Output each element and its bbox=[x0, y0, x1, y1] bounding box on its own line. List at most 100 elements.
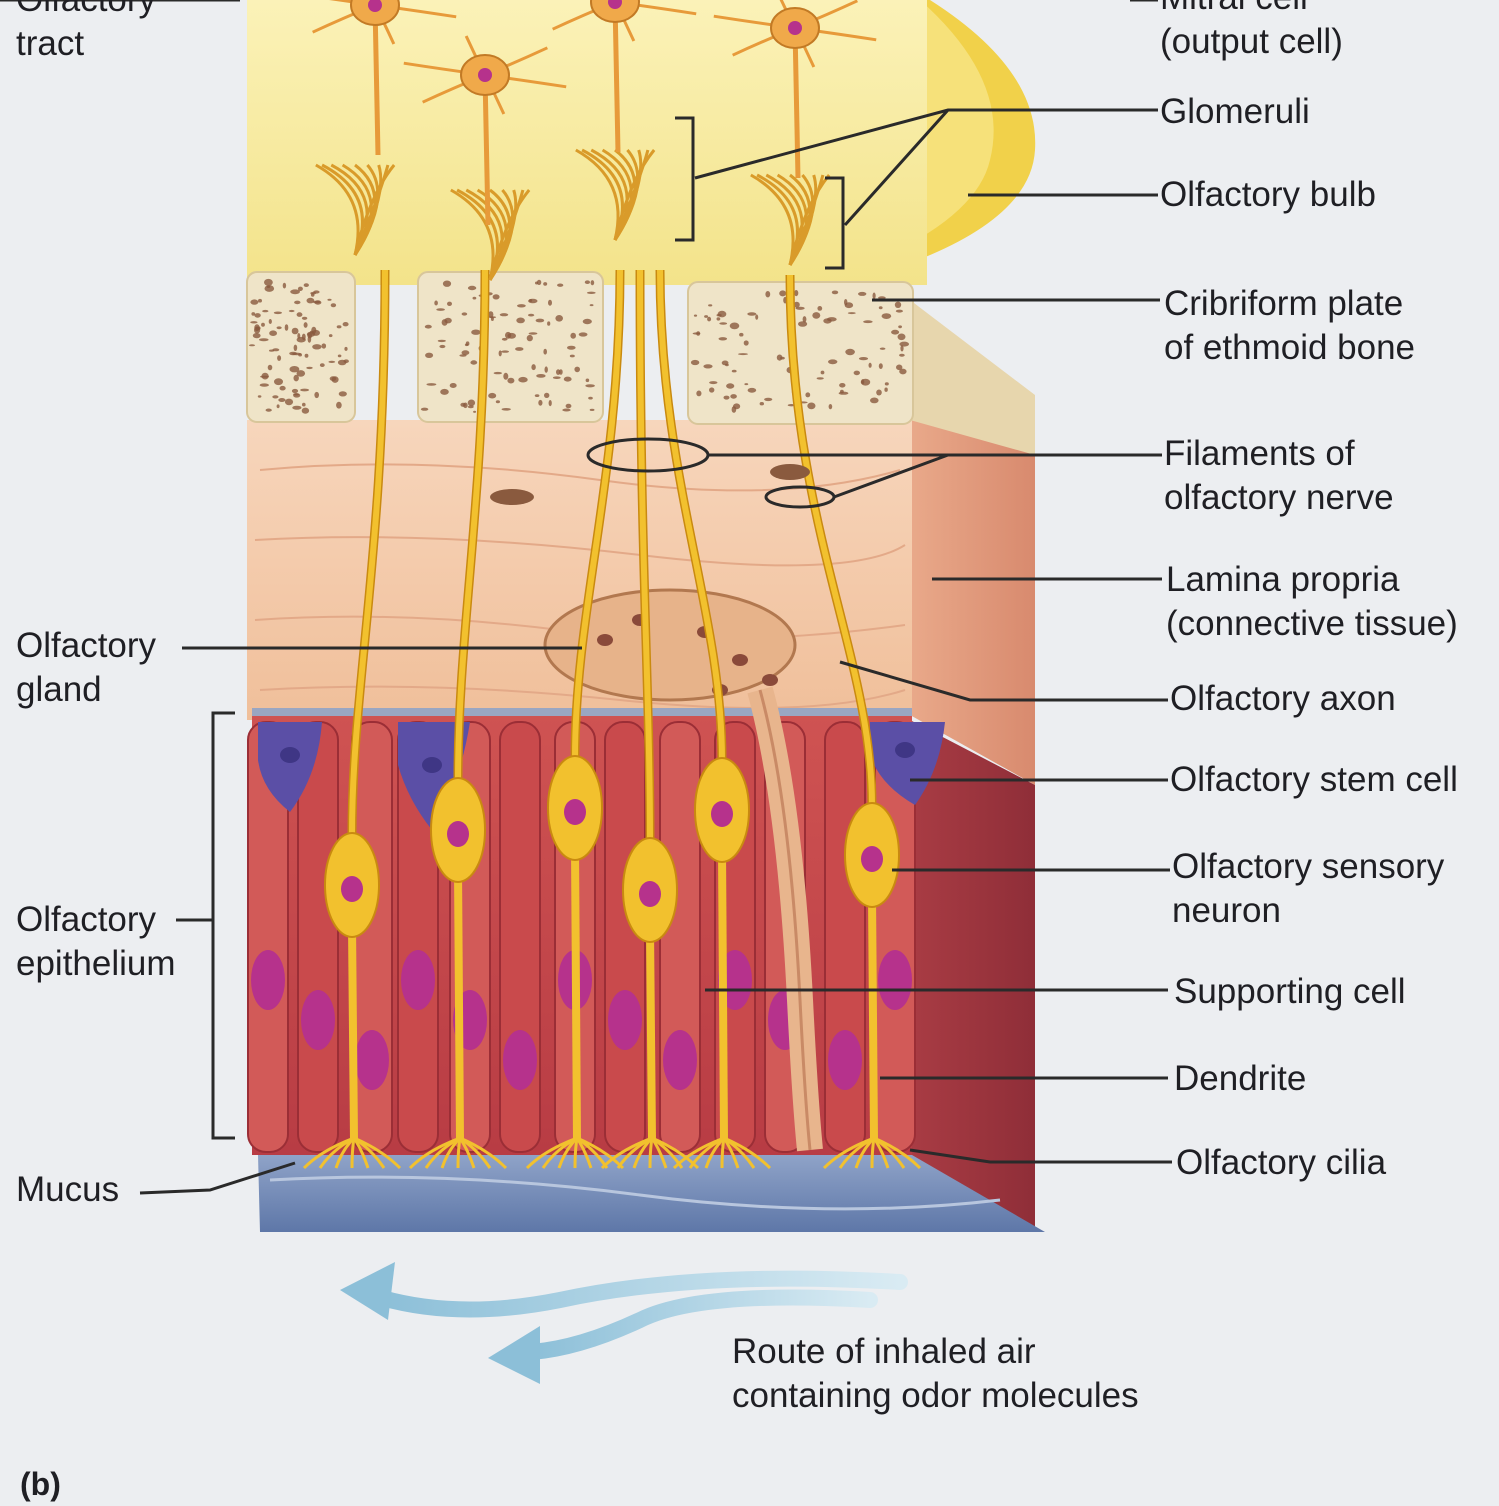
mitral-cells bbox=[312, 0, 877, 226]
bone-speckle bbox=[505, 331, 512, 339]
bone-speckle bbox=[526, 334, 533, 342]
mucus-layer bbox=[258, 1155, 1045, 1232]
olfactory-cilium bbox=[353, 1136, 402, 1170]
olfactory-axon-core bbox=[637, 269, 653, 841]
dendrite bbox=[718, 849, 728, 1141]
bone-speckle bbox=[696, 390, 702, 397]
bone-speckle bbox=[515, 347, 524, 351]
label-olfactory-epithelium-line2: epithelium bbox=[16, 944, 176, 983]
sensory-neuron-nucleus bbox=[447, 821, 469, 847]
mitral-cell-body bbox=[350, 0, 400, 26]
bone-speckle bbox=[820, 370, 825, 375]
olfactory-cilium bbox=[704, 1136, 726, 1169]
bone-speckle bbox=[586, 291, 596, 294]
bone-speckle bbox=[273, 311, 282, 315]
bone-speckle bbox=[544, 366, 548, 373]
olfactory-cilium bbox=[334, 1136, 356, 1169]
bone-speckle bbox=[765, 291, 771, 298]
bone-speckle bbox=[338, 391, 347, 397]
bone-speckle bbox=[301, 407, 310, 414]
bone-speckle bbox=[420, 407, 429, 411]
mitral-cell-process bbox=[482, 74, 491, 226]
bone-speckle bbox=[306, 366, 313, 370]
bone-speckle bbox=[261, 372, 269, 380]
epithelium-bracket bbox=[211, 711, 235, 1140]
bone-speckle bbox=[259, 383, 269, 387]
glomerulus-branch bbox=[788, 174, 825, 266]
bone-speckle bbox=[492, 294, 500, 300]
bone-speckle bbox=[314, 391, 320, 399]
glomerulus-branch bbox=[788, 174, 831, 266]
mitral-cell-nucleus bbox=[368, 0, 382, 12]
bone-speckle bbox=[884, 387, 888, 392]
bone-speckle bbox=[265, 408, 272, 412]
supporting-cell-nucleus bbox=[663, 1030, 697, 1090]
bone-speckle bbox=[536, 374, 546, 378]
sensory-neuron-nucleus bbox=[341, 876, 363, 902]
label-olfactory-bulb: Olfactory bulb bbox=[1160, 175, 1376, 214]
bone-speckle bbox=[739, 332, 744, 337]
bone-speckle bbox=[311, 326, 317, 334]
bone-speckle bbox=[589, 408, 595, 411]
bone-speckle bbox=[879, 347, 886, 350]
bone-speckle bbox=[284, 398, 294, 406]
bone-speckle bbox=[439, 344, 446, 349]
bone-speckle bbox=[331, 376, 339, 383]
bone-speckle bbox=[831, 290, 839, 295]
bone-speckle bbox=[798, 321, 808, 327]
bone-speckle bbox=[870, 397, 879, 404]
bone-speckle bbox=[303, 322, 308, 328]
bone-speckle bbox=[795, 306, 805, 310]
bone-speckle bbox=[488, 392, 497, 399]
bone-speckle bbox=[293, 393, 300, 396]
bone-speckle bbox=[300, 388, 310, 392]
bone-speckle bbox=[328, 334, 333, 338]
bone-speckle bbox=[297, 286, 303, 291]
bone-speckle bbox=[312, 344, 322, 350]
bone-speckle bbox=[307, 335, 312, 343]
olfactory-axon-core bbox=[455, 269, 488, 781]
bone-speckle bbox=[704, 315, 709, 318]
bone-speckle bbox=[858, 291, 867, 296]
bone-speckle bbox=[467, 399, 476, 407]
bone-speckle bbox=[693, 314, 698, 317]
label-olfactory-tract-line1: Olfactory bbox=[16, 0, 156, 22]
bone-speckle bbox=[743, 340, 749, 346]
bone-speckle bbox=[293, 374, 299, 382]
olfactory-gland bbox=[543, 588, 823, 1152]
olfactory-cilium bbox=[723, 1136, 772, 1170]
label-mucus: Mucus bbox=[16, 1170, 120, 1209]
bone-speckle bbox=[535, 318, 545, 323]
bone-speckle bbox=[707, 316, 712, 322]
bone-speckle bbox=[567, 345, 576, 350]
bone-speckle bbox=[548, 299, 552, 306]
bone-speckle bbox=[548, 400, 552, 407]
label-cribriform-plate-line2: of ethmoid bone bbox=[1164, 328, 1416, 367]
bone-speckle bbox=[589, 304, 594, 307]
bone-speckle bbox=[816, 377, 824, 380]
dendrite bbox=[571, 847, 581, 1141]
bone-speckle bbox=[536, 279, 542, 285]
bone-speckle bbox=[444, 317, 452, 324]
label-olfactory-epithelium: Olfactory epithelium bbox=[16, 898, 176, 986]
leader-lines bbox=[0, 0, 1172, 1195]
bone-speckle bbox=[282, 282, 287, 289]
bone-speckle bbox=[503, 372, 509, 380]
bone-speckle bbox=[585, 378, 590, 383]
sensory-neuron-nucleus bbox=[564, 799, 586, 825]
bone-speckle bbox=[543, 348, 547, 355]
bone-speckle bbox=[516, 317, 525, 324]
olfactory-cilium bbox=[651, 1136, 700, 1170]
bone-speckle bbox=[284, 324, 289, 331]
bone-speckle bbox=[881, 313, 892, 319]
bone-speckle bbox=[327, 298, 332, 301]
bone-speckle bbox=[565, 403, 572, 409]
bone-speckle bbox=[507, 377, 515, 384]
bone-speckle bbox=[288, 309, 295, 313]
bone-speckle bbox=[470, 360, 478, 365]
bone-speckle bbox=[878, 306, 883, 310]
bone-speckle bbox=[807, 402, 816, 410]
bone-speckle bbox=[569, 354, 575, 358]
supporting-cell-nucleus bbox=[828, 1030, 862, 1090]
